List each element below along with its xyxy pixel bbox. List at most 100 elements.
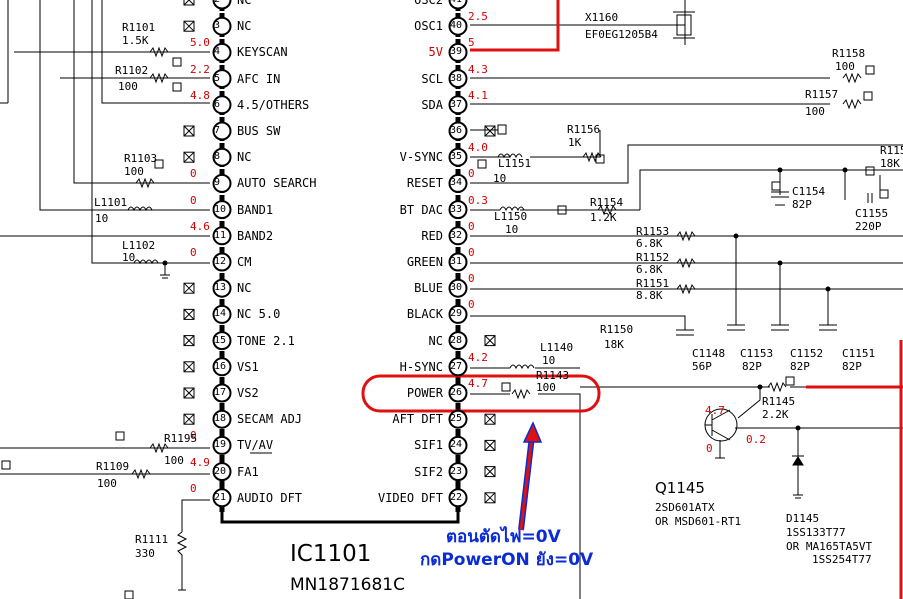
pin-13-name: NC <box>237 281 252 296</box>
pin-40-marker <box>448 16 468 36</box>
left-components <box>127 46 188 558</box>
pin-3-name: NC <box>237 19 252 34</box>
pin-11-number: 11 <box>214 229 227 241</box>
pin-38-marker <box>448 69 468 89</box>
pin-17-nc-mark <box>183 387 195 399</box>
pin-17-name: VS2 <box>237 386 259 400</box>
pin-32-voltage: 0 <box>468 219 475 233</box>
pin-26-number: 26 <box>450 387 463 398</box>
pin-8-marker <box>212 147 232 167</box>
pin-32-marker <box>448 226 468 246</box>
pin-39-voltage: 5 <box>468 36 475 50</box>
label-r1151-ref: R1151 <box>636 277 670 290</box>
pin-27-number: 27 <box>450 360 463 372</box>
label-c1155-ref: C1155 <box>855 207 889 220</box>
pin-37-marker <box>448 95 468 115</box>
pin-6-name: 4.5/OTHERS <box>237 97 310 112</box>
pin-19-marker <box>212 435 232 455</box>
pin-31-number: 31 <box>450 256 463 267</box>
pin-29-name: BLACK <box>406 307 443 322</box>
annotation-line-2: กดPowerON ยัง=0V <box>420 550 594 570</box>
pin-26-marker <box>448 383 468 403</box>
pin-21-number: 21 <box>214 491 227 503</box>
pin-23-marker <box>448 462 468 482</box>
pin-35-number: 35 <box>450 151 463 163</box>
label-r1153-val: 6.8K <box>636 237 663 250</box>
label-r1195-val: 100 <box>164 454 184 467</box>
label-l1150-ref: L1150 <box>494 210 528 223</box>
pin-14-nc-mark <box>183 308 195 320</box>
label-r1143-val: 100 <box>536 381 556 394</box>
left-test-points <box>1 57 182 599</box>
pin-15-marker <box>212 331 232 351</box>
pin-8-name: NC <box>237 150 252 165</box>
pin-9-name: AUTO SEARCH <box>237 176 317 191</box>
pin-12-voltage: 0 <box>190 246 197 259</box>
pin-31-name: GREEN <box>406 255 443 269</box>
q1145-base-voltage: 4.7 <box>705 404 725 417</box>
pin-32-name: RED <box>421 228 443 243</box>
label-c1152-val: 82P <box>790 360 810 373</box>
pin-34-number: 34 <box>450 177 463 189</box>
pin-10-number: 10 <box>214 203 227 215</box>
label-c1152-ref: C1152 <box>790 347 824 360</box>
pin-22-marker <box>448 488 468 508</box>
label-c1148-val: 56P <box>692 360 712 373</box>
pin-8-number: 8 <box>214 151 221 163</box>
pin-4-number: 4 <box>214 46 221 58</box>
pin-17-marker <box>212 383 232 403</box>
pin-30-number: 30 <box>450 282 463 294</box>
pin-20-name: FA1 <box>237 464 259 479</box>
pin-16-name: VS1 <box>237 359 259 374</box>
pin-3-nc-mark <box>183 20 195 32</box>
pin-27-voltage: 4.2 <box>468 350 488 364</box>
pin-25-nc-mark <box>484 413 496 425</box>
label-l1151-ref: L1151 <box>498 157 532 170</box>
pin-10-marker <box>212 200 232 220</box>
pin-8-nc-mark <box>183 151 195 163</box>
label-c1153-val: 82P <box>742 360 762 373</box>
pin-7-marker <box>212 121 232 141</box>
pin-11-marker <box>212 226 232 246</box>
label-r1143-ref: R1143 <box>536 369 570 382</box>
pin-35-name: V-SYNC <box>399 150 443 165</box>
label-l1102-ref: L1102 <box>122 239 156 252</box>
pin-15-number: 15 <box>214 334 227 346</box>
pin-35-marker <box>448 147 468 167</box>
pin-13-nc-mark <box>183 282 195 294</box>
pin-33-name: BT DAC <box>399 202 443 217</box>
ic-ref: IC1101 <box>290 541 372 567</box>
pin-26-name: POWER <box>406 386 443 400</box>
label-c1153-ref: C1153 <box>740 347 774 360</box>
q1145-part2: OR MSD601-RT1 <box>655 515 742 528</box>
pin-33-number: 33 <box>450 203 463 215</box>
pin-7-nc-mark <box>183 125 195 137</box>
pin-25-marker <box>448 409 468 429</box>
label-x1160-ref: X1160 <box>585 11 619 24</box>
label-r1153-ref: R1153 <box>636 225 670 238</box>
label-r1109-ref: R1109 <box>96 460 130 473</box>
pin-34-marker <box>448 173 468 193</box>
label-r1157-val: 100 <box>805 105 825 118</box>
label-r1145-val: 2.2K <box>762 408 789 421</box>
label-c1155-val: 220P <box>855 220 882 233</box>
label-r1145-ref: R1145 <box>762 395 796 408</box>
pin-30-voltage: 0 <box>468 272 475 286</box>
label-r1150-val: 18K <box>604 338 624 351</box>
pin-18-marker <box>212 409 232 429</box>
q1145-ref: Q1145 <box>655 479 705 497</box>
label-r1101-val: 1.5K <box>122 34 149 47</box>
pin-2-number: 2 <box>214 0 220 5</box>
label-l1150-val: 10 <box>505 223 519 236</box>
pin-6-voltage: 4.8 <box>190 88 210 102</box>
label-c1151-ref: C1151 <box>842 347 876 360</box>
pin-21-voltage: 0 <box>190 481 197 495</box>
pin-39-number: 39 <box>450 46 463 58</box>
label-r1158-val: 100 <box>835 60 855 73</box>
pin-29-marker <box>448 304 468 324</box>
label-r1156-ref: R1156 <box>567 123 601 136</box>
label-r1102-ref: R1102 <box>115 64 149 77</box>
label-r1151-val: 8.8K <box>636 289 663 302</box>
pin-6-number: 6 <box>214 98 221 110</box>
label-c1151-val: 82P <box>842 360 862 373</box>
